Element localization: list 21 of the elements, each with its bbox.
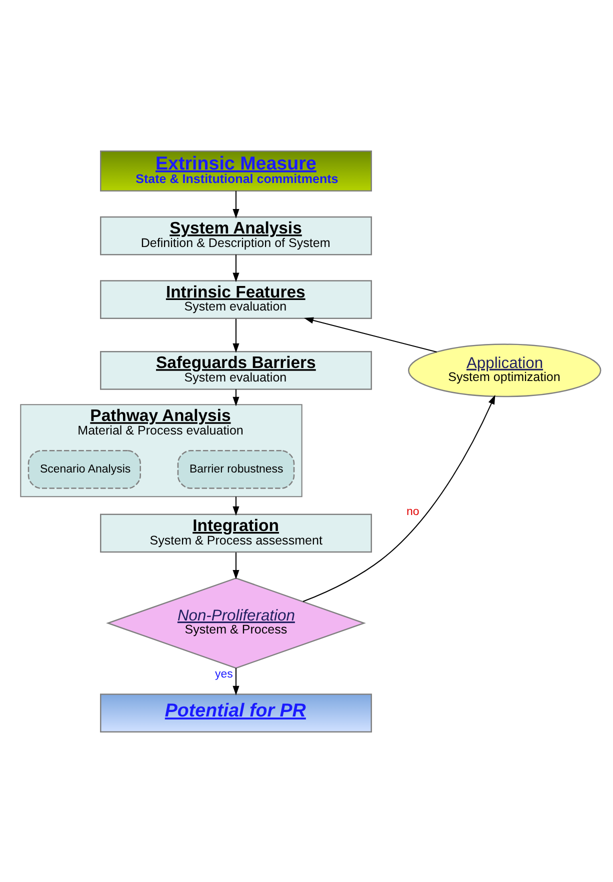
- node-diamond: Non-Proliferation System & Process: [106, 577, 366, 668]
- arrow: [232, 388, 240, 406]
- edge-label: yes: [215, 668, 233, 680]
- arrow: [304, 316, 437, 352]
- node-box: Safeguards Barriers System evaluation: [100, 350, 372, 390]
- node-ellipse: Application System optimization: [408, 343, 602, 397]
- edge-label: no: [406, 506, 420, 518]
- node-box: System Analysis Definition & Description of System: [100, 216, 372, 255]
- arrow: [232, 668, 240, 695]
- arrow: [232, 496, 240, 516]
- arrow: [232, 190, 240, 218]
- arrow: [302, 394, 496, 602]
- arrow: [232, 552, 240, 579]
- arrow: [232, 254, 240, 282]
- node-box: Intrinsic Features System evaluation: [100, 280, 372, 319]
- node-box: Potential for PR: [100, 693, 372, 732]
- node-box: Scenario Analysis: [28, 450, 141, 488]
- node-box: Barrier robustness: [177, 450, 295, 488]
- node-box: Integration System & Process assessment: [100, 513, 372, 552]
- node-box: Extrinsic Measure State & Institutional commitments: [100, 150, 372, 192]
- arrow: [232, 318, 240, 352]
